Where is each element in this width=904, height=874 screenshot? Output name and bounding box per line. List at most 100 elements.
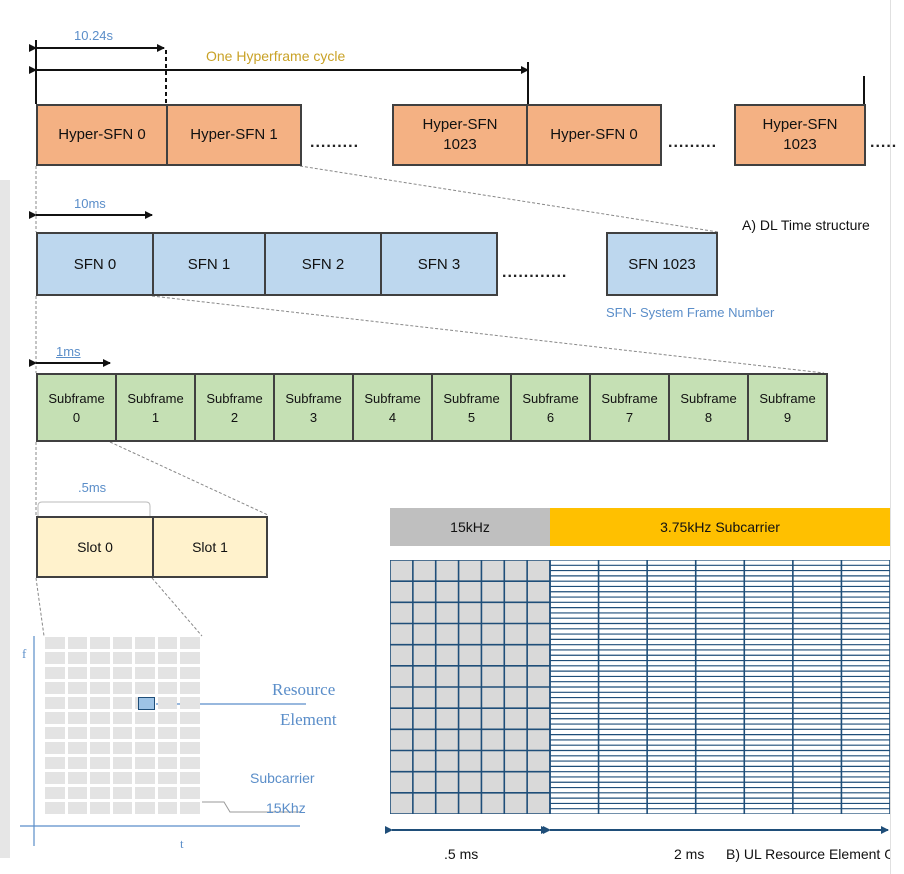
hyper-sfn-label: Hyper-SFN 1023 bbox=[422, 116, 498, 153]
sfn-label: SFN 2 bbox=[301, 255, 345, 273]
sfn-box: SFN 1 bbox=[152, 232, 266, 296]
resource-cell bbox=[90, 787, 110, 799]
subframe-box: Subframe 0 bbox=[36, 373, 117, 442]
resource-cell bbox=[157, 637, 178, 649]
hyper-sfn-box: Hyper-SFN 0 bbox=[526, 104, 662, 166]
resource-cell bbox=[157, 742, 178, 754]
sfn-label: SFN 1 bbox=[187, 255, 231, 273]
hyper-ellipsis: ......... bbox=[668, 134, 718, 151]
slot-label: Slot 0 bbox=[77, 539, 113, 555]
resource-cell bbox=[67, 802, 88, 814]
resource-cell bbox=[157, 712, 178, 724]
subframe-label: Subframe 5 bbox=[443, 390, 500, 425]
resource-cell bbox=[180, 697, 200, 709]
resource-cell bbox=[67, 787, 88, 799]
resource-cell bbox=[45, 802, 65, 814]
resource-cell bbox=[157, 802, 178, 814]
resource-cell bbox=[67, 667, 88, 679]
resource-cell bbox=[90, 697, 110, 709]
subframe-label: Subframe 2 bbox=[206, 390, 263, 425]
resource-cell bbox=[157, 727, 178, 739]
hyperframe-cycle-label: One Hyperframe cycle bbox=[206, 48, 346, 64]
resource-cell bbox=[180, 637, 200, 649]
right-edge-bar bbox=[890, 0, 904, 874]
subframe-label: Subframe 7 bbox=[601, 390, 658, 425]
resource-cell bbox=[135, 727, 155, 739]
resource-cell bbox=[157, 682, 178, 694]
sfn-ellipsis: ............ bbox=[502, 264, 568, 281]
hyper-sfn-box: Hyper-SFN 1 bbox=[166, 104, 302, 166]
frame-span-label: 10ms bbox=[74, 196, 106, 211]
resource-cell bbox=[180, 712, 200, 724]
resource-cell bbox=[45, 727, 65, 739]
hyper-sfn-box: Hyper-SFN 1023 bbox=[734, 104, 866, 166]
resource-cell bbox=[112, 772, 133, 784]
resource-cell bbox=[45, 742, 65, 754]
sfn-box: SFN 1023 bbox=[606, 232, 718, 296]
resource-cell bbox=[157, 667, 178, 679]
resource-cell bbox=[180, 772, 200, 784]
resource-cell bbox=[157, 757, 178, 769]
subframe-label: Subframe 6 bbox=[522, 390, 579, 425]
resource-cell bbox=[135, 742, 155, 754]
subcarrier-label-1: Subcarrier bbox=[250, 770, 315, 786]
resource-cell bbox=[180, 652, 200, 664]
resource-cell bbox=[135, 652, 155, 664]
resource-cell bbox=[135, 712, 155, 724]
resource-cell bbox=[67, 757, 88, 769]
subframe-span-label: 1ms bbox=[56, 344, 81, 359]
resource-cell bbox=[90, 637, 110, 649]
resource-cell bbox=[45, 697, 65, 709]
resource-cell bbox=[67, 772, 88, 784]
resource-cell bbox=[157, 787, 178, 799]
resource-cell bbox=[45, 637, 65, 649]
resource-cell bbox=[90, 742, 110, 754]
resource-cell bbox=[112, 757, 133, 769]
subframe-box: Subframe 2 bbox=[194, 373, 275, 442]
sfn-label: SFN 0 bbox=[73, 255, 117, 273]
resource-cell bbox=[180, 667, 200, 679]
resource-cell bbox=[45, 772, 65, 784]
resource-cell bbox=[67, 637, 88, 649]
dl-section-title: A) DL Time structure bbox=[742, 217, 870, 233]
band-15khz-label: 15kHz bbox=[450, 519, 490, 535]
resource-element-label-2: Element bbox=[280, 710, 337, 729]
resource-cell bbox=[180, 682, 200, 694]
subframe-label: Subframe 8 bbox=[680, 390, 737, 425]
resource-cell bbox=[180, 787, 200, 799]
resource-cell bbox=[90, 772, 110, 784]
hyper-ellipsis: ......... bbox=[310, 134, 360, 151]
resource-cell bbox=[67, 697, 88, 709]
subframe-label: Subframe 3 bbox=[285, 390, 342, 425]
resource-cell bbox=[180, 742, 200, 754]
slot-label: Slot 1 bbox=[192, 539, 228, 555]
sfn-label: SFN 3 bbox=[417, 255, 461, 273]
resource-cell bbox=[90, 652, 110, 664]
sfn-caption: SFN- System Frame Number bbox=[606, 305, 775, 320]
slot-span-label: .5ms bbox=[78, 480, 107, 495]
hyper-ellipsis: ..... bbox=[870, 134, 898, 151]
resource-cell bbox=[135, 757, 155, 769]
resource-cell bbox=[112, 727, 133, 739]
resource-cell bbox=[180, 727, 200, 739]
subframe-label: Subframe 4 bbox=[364, 390, 421, 425]
subframe-box: Subframe 9 bbox=[747, 373, 828, 442]
resource-cell bbox=[135, 802, 155, 814]
resource-cell bbox=[45, 787, 65, 799]
slot-box: Slot 0 bbox=[36, 516, 154, 578]
resource-cell bbox=[45, 682, 65, 694]
resource-cell bbox=[180, 757, 200, 769]
t-axis-label: t bbox=[180, 836, 184, 851]
resource-cell bbox=[180, 802, 200, 814]
ul-grid-svg bbox=[390, 560, 890, 814]
resource-cell bbox=[90, 757, 110, 769]
hyper-sfn-label: Hyper-SFN 1 bbox=[190, 126, 278, 143]
subframe-box: Subframe 8 bbox=[668, 373, 749, 442]
sfn-box: SFN 3 bbox=[380, 232, 498, 296]
ul-section-title: B) UL Resource Element G bbox=[726, 846, 890, 862]
resource-cell bbox=[67, 742, 88, 754]
subcarrier-label-2: 15Khz bbox=[266, 800, 306, 816]
resource-cell bbox=[135, 787, 155, 799]
resource-grid bbox=[44, 636, 202, 816]
